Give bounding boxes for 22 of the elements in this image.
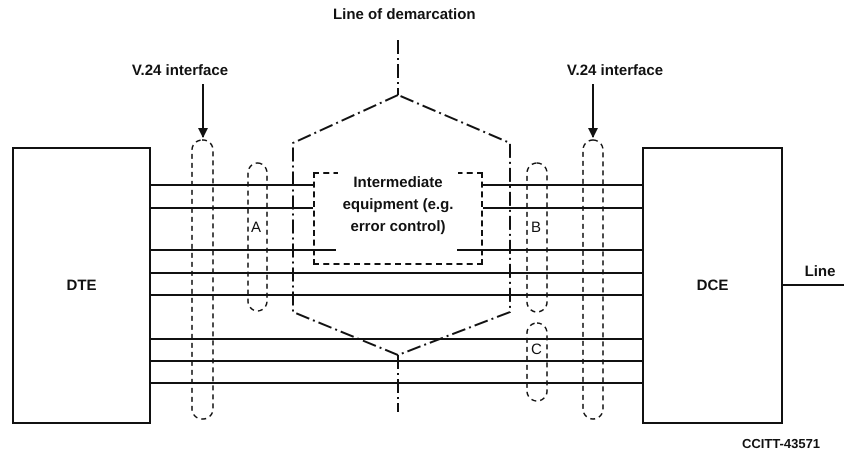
demarcation-label: Line of demarcation xyxy=(333,6,476,23)
wire-line xyxy=(151,207,313,209)
wire-line xyxy=(151,272,642,274)
equipment-box: DTE xyxy=(12,147,151,424)
wire-line xyxy=(483,207,642,209)
interface-label: V.24 interface xyxy=(105,60,255,82)
wire-line xyxy=(151,184,313,186)
arrow xyxy=(198,84,208,138)
wire-line xyxy=(151,382,642,384)
wire-line xyxy=(783,284,844,286)
wire-line xyxy=(151,360,642,362)
equipment-box: Intermediate equipment (e.g. error control) xyxy=(313,172,483,265)
line-label: Line xyxy=(800,261,840,283)
wire-line xyxy=(151,249,336,251)
wire-line xyxy=(457,249,642,251)
interface-label: V.24 interface xyxy=(540,60,690,82)
wire-line xyxy=(151,338,642,340)
arrow xyxy=(588,84,598,138)
equipment-box: DCE xyxy=(642,147,783,424)
wire-line xyxy=(151,294,642,296)
wire-line xyxy=(483,184,642,186)
figure-number: CCITT-43571 xyxy=(742,436,820,451)
